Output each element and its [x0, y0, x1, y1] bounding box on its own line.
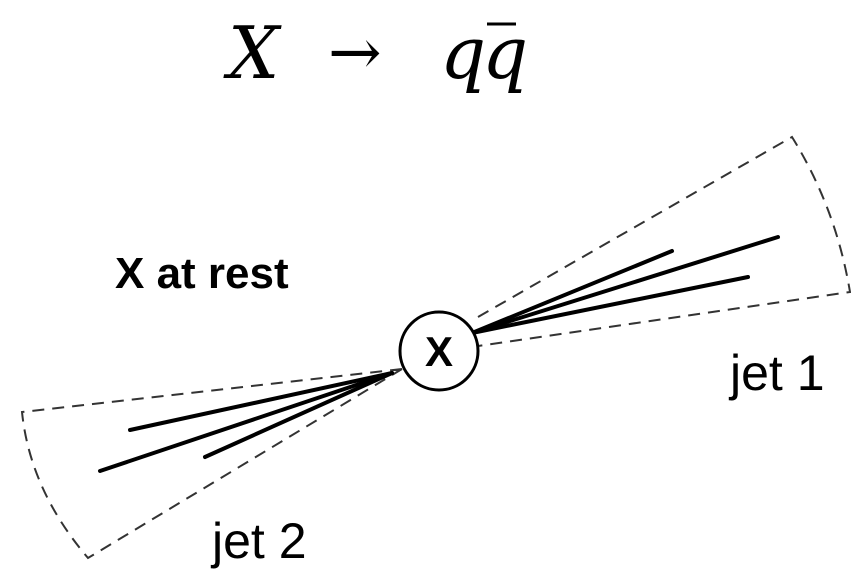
jet1-track [470, 275, 750, 335]
equation-x: X [223, 11, 282, 95]
jet2-tracks [98, 371, 394, 473]
equation-q: q [440, 11, 486, 95]
decay-equation: X → q q [223, 11, 528, 95]
particle-x: X [398, 310, 480, 392]
jet1-track [470, 249, 674, 335]
jet1-cone [477, 135, 851, 347]
jet1-track [470, 235, 780, 335]
jet2-cone [20, 368, 403, 560]
particle-circle [398, 310, 480, 392]
equation-arrow: → [328, 16, 382, 90]
state-label: X at rest [115, 249, 289, 298]
jet2-label: jet 2 [210, 513, 307, 569]
jet1-tracks [470, 235, 780, 335]
particle-label: X [425, 328, 453, 375]
jet2-track [128, 371, 394, 432]
jet2-track [203, 371, 394, 459]
jet2-track [98, 371, 394, 473]
jet1-label: jet 1 [728, 345, 825, 401]
